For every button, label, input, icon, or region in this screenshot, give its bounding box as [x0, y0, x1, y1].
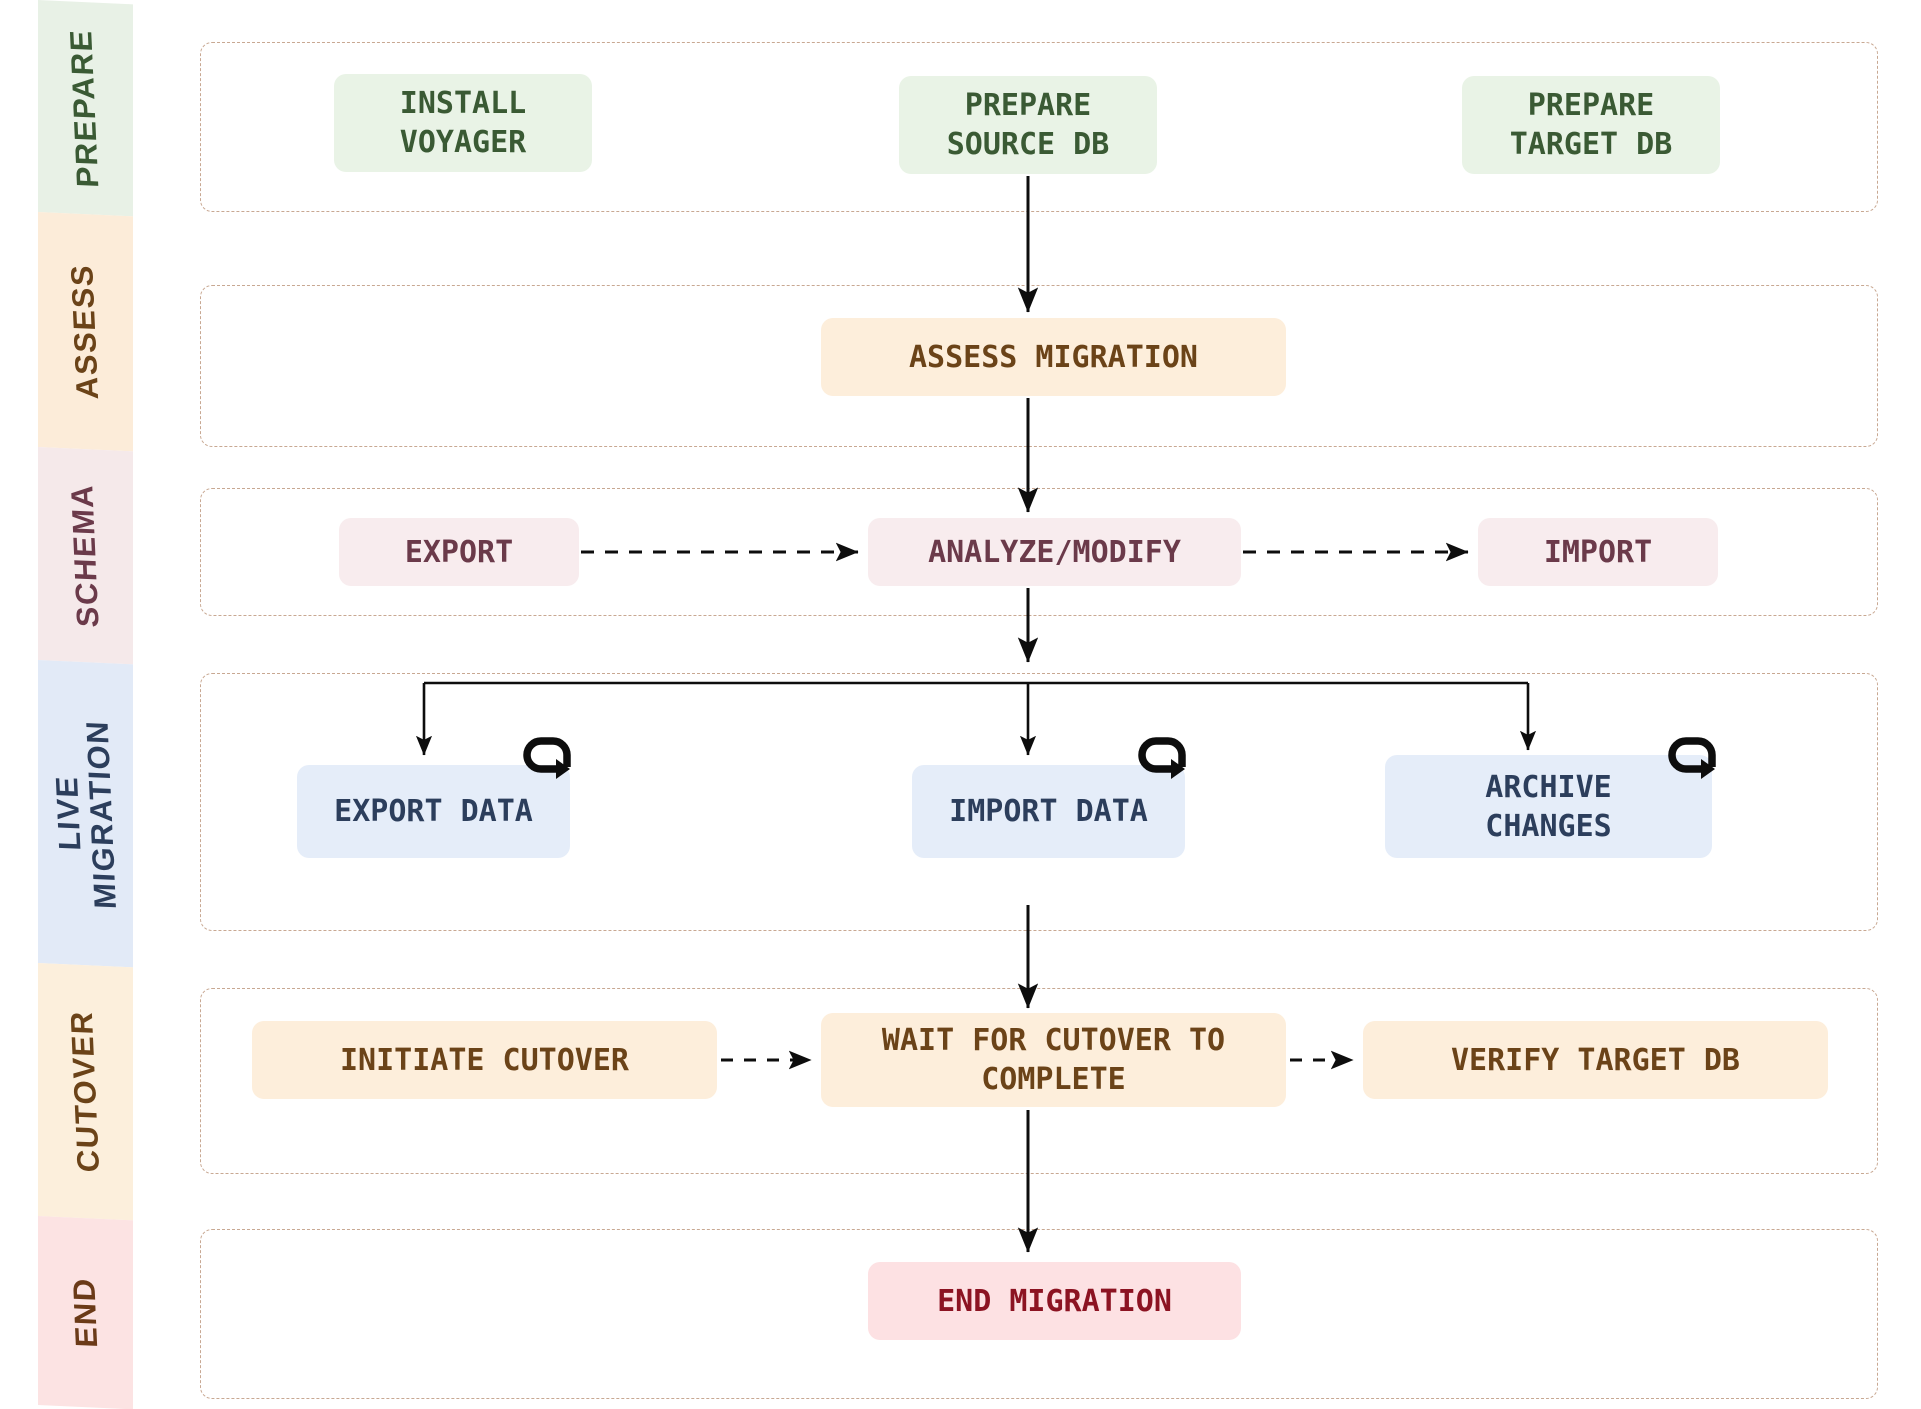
node-wait-for-cutover[interactable]: WAIT FOR CUTOVER TO COMPLETE — [821, 1013, 1286, 1107]
swimlane-label-end: END — [65, 1276, 104, 1349]
lane-box-assess — [200, 285, 1878, 447]
node-schema-import[interactable]: IMPORT — [1478, 518, 1718, 586]
lane-box-live — [200, 673, 1878, 931]
node-import-data[interactable]: IMPORT DATA — [912, 765, 1185, 858]
swimlane-band-prepare: PREPARE — [38, 0, 133, 217]
swimlane-label-assess: ASSESS — [64, 263, 106, 400]
loop-repeat-icon — [1668, 737, 1716, 779]
lane-box-cutover — [200, 988, 1878, 1174]
swimlane-label-live-migration: LIVE MIGRATION — [49, 719, 123, 910]
node-initiate-cutover[interactable]: INITIATE CUTOVER — [252, 1021, 717, 1099]
swimlane-band-assess: ASSESS — [38, 212, 133, 452]
swimlane-band-end: END — [38, 1216, 133, 1409]
loop-repeat-icon — [1138, 737, 1186, 779]
loop-repeat-icon — [523, 737, 571, 779]
node-prepare-source-db[interactable]: PREPARE SOURCE DB — [899, 76, 1157, 174]
swimlane-ribbon: PREPARE ASSESS SCHEMA LIVE MIGRATION CUTOVER… — [38, 0, 133, 1409]
swimlane-label-prepare: PREPARE — [63, 28, 106, 189]
node-schema-export[interactable]: EXPORT — [339, 518, 579, 586]
node-assess-migration[interactable]: ASSESS MIGRATION — [821, 318, 1286, 396]
node-export-data[interactable]: EXPORT DATA — [297, 765, 570, 858]
swimlane-band-live-migration: LIVE MIGRATION — [38, 660, 133, 968]
swimlane-label-schema: SCHEMA — [63, 482, 106, 629]
lane-box-prepare — [200, 42, 1878, 212]
node-install-voyager[interactable]: INSTALL VOYAGER — [334, 74, 592, 172]
swimlane-band-schema: SCHEMA — [38, 447, 133, 665]
node-schema-analyze[interactable]: ANALYZE/MODIFY — [868, 518, 1241, 586]
lane-box-schema — [200, 488, 1878, 616]
lane-box-end — [200, 1229, 1878, 1399]
node-end-migration[interactable]: END MIGRATION — [868, 1262, 1241, 1340]
node-verify-target-db[interactable]: VERIFY TARGET DB — [1363, 1021, 1828, 1099]
node-archive-changes[interactable]: ARCHIVE CHANGES — [1385, 755, 1712, 858]
swimlane-label-cutover: CUTOVER — [63, 1009, 106, 1174]
node-prepare-target-db[interactable]: PREPARE TARGET DB — [1462, 76, 1720, 174]
swimlane-band-cutover: CUTOVER — [38, 963, 133, 1221]
